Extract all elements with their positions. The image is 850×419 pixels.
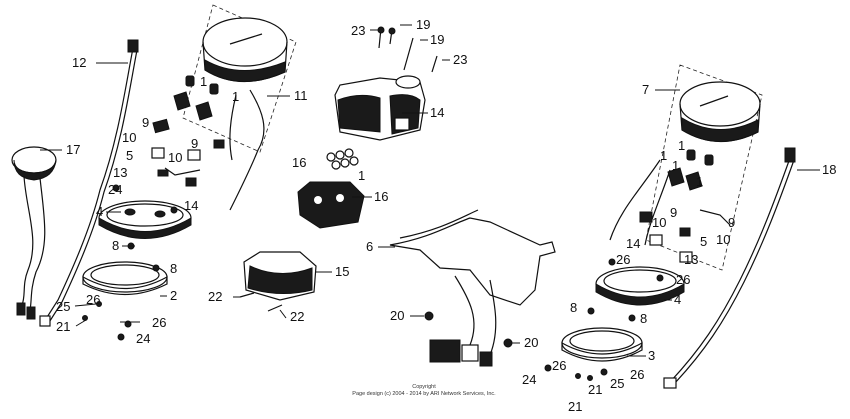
nut-20[interactable] <box>424 311 434 321</box>
callout-24: 24 <box>108 182 122 197</box>
tachometer-assembly[interactable] <box>182 4 297 211</box>
callout-24: 24 <box>136 331 150 346</box>
callout-12: 12 <box>72 55 86 70</box>
callout-8: 8 <box>640 311 647 326</box>
callout-5: 5 <box>700 234 707 249</box>
callout-20: 20 <box>524 335 538 350</box>
callout-10: 10 <box>122 130 136 145</box>
callout-4: 4 <box>96 204 103 219</box>
callout-8: 8 <box>170 261 177 276</box>
meter-housing-top[interactable] <box>334 75 426 141</box>
callout-8: 8 <box>570 300 577 315</box>
callout-25: 25 <box>56 299 70 314</box>
meter-cover-ring-left[interactable] <box>82 261 168 296</box>
callout-1: 1 <box>660 148 667 163</box>
callout-1: 1 <box>696 174 703 189</box>
callout-2: 2 <box>170 288 177 303</box>
callout-19: 19 <box>430 32 444 47</box>
callout-18: 18 <box>822 162 836 177</box>
screws-left[interactable] <box>82 184 178 341</box>
meter-cover-ring-right[interactable] <box>561 327 643 362</box>
speedometer-cable-right[interactable] <box>663 147 796 389</box>
meter-stay[interactable] <box>389 209 556 367</box>
meter-case-left[interactable] <box>98 200 192 239</box>
callout-8: 8 <box>112 238 119 253</box>
bulb-sockets-left[interactable] <box>151 75 225 187</box>
callout-1: 1 <box>358 168 365 183</box>
callout-1: 1 <box>232 89 239 104</box>
callout-24: 24 <box>522 372 536 387</box>
indicator-light-left[interactable] <box>11 146 57 320</box>
bulb-sockets-right[interactable] <box>639 149 731 263</box>
callout-3: 3 <box>648 348 655 363</box>
callout-9: 9 <box>191 136 198 151</box>
callout-1: 1 <box>672 158 679 173</box>
callout-16: 16 <box>292 155 306 170</box>
callout-9: 9 <box>728 215 735 230</box>
callout-26: 26 <box>86 292 100 307</box>
callout-23: 23 <box>351 23 365 38</box>
callout-10: 10 <box>168 150 182 165</box>
callout-9: 9 <box>670 205 677 220</box>
callout-26: 26 <box>552 358 566 373</box>
callout-23: 23 <box>453 52 467 67</box>
speedometer-assembly[interactable] <box>609 64 763 271</box>
leader-lines <box>40 24 820 357</box>
callout-1: 1 <box>200 74 207 89</box>
callout-26: 26 <box>616 252 630 267</box>
callout-11: 11 <box>294 88 308 103</box>
callout-22: 22 <box>208 289 222 304</box>
callout-7: 7 <box>642 82 649 97</box>
callout-5: 5 <box>126 148 133 163</box>
meter-case-right[interactable] <box>595 266 685 306</box>
callout-9: 9 <box>142 115 149 130</box>
screws-right[interactable] <box>544 258 664 381</box>
callout-20: 20 <box>390 308 404 323</box>
callout-13: 13 <box>684 252 698 267</box>
grommets[interactable] <box>326 148 359 170</box>
callout-14: 14 <box>184 198 198 213</box>
callout-14: 14 <box>626 236 640 251</box>
callout-4: 4 <box>674 292 681 307</box>
callout-26: 26 <box>152 315 166 330</box>
callout-17: 17 <box>66 142 80 157</box>
screws-top[interactable] <box>377 26 438 73</box>
callout-6: 6 <box>366 239 373 254</box>
callout-16: 16 <box>374 189 388 204</box>
callout-22: 22 <box>290 309 304 324</box>
callout-14: 14 <box>430 105 444 120</box>
callout-1: 1 <box>678 138 685 153</box>
callout-19: 19 <box>416 17 430 32</box>
callout-10: 10 <box>652 215 666 230</box>
callout-26: 26 <box>630 367 644 382</box>
callout-labels: 12 11 17 1 1 9 10 9 5 10 13 24 14 4 8 8 … <box>56 17 836 414</box>
speedometer-cable-left[interactable] <box>39 39 139 327</box>
callout-25: 25 <box>610 376 624 391</box>
callout-13: 13 <box>113 165 127 180</box>
callout-26: 26 <box>676 272 690 287</box>
copyright-notice: Copyright Page design (c) 2004 - 2014 by… <box>352 384 496 397</box>
callout-21: 21 <box>568 399 582 414</box>
callout-21: 21 <box>56 319 70 334</box>
copyright-line: Page design (c) 2004 - 2014 by ARI Netwo… <box>352 391 496 397</box>
callout-10: 10 <box>716 232 730 247</box>
meter-lower-cover[interactable] <box>239 251 317 312</box>
copyright-title: Copyright <box>412 384 436 390</box>
callout-15: 15 <box>335 264 349 279</box>
callout-21: 21 <box>588 382 602 397</box>
meter-bracket[interactable] <box>297 181 365 229</box>
